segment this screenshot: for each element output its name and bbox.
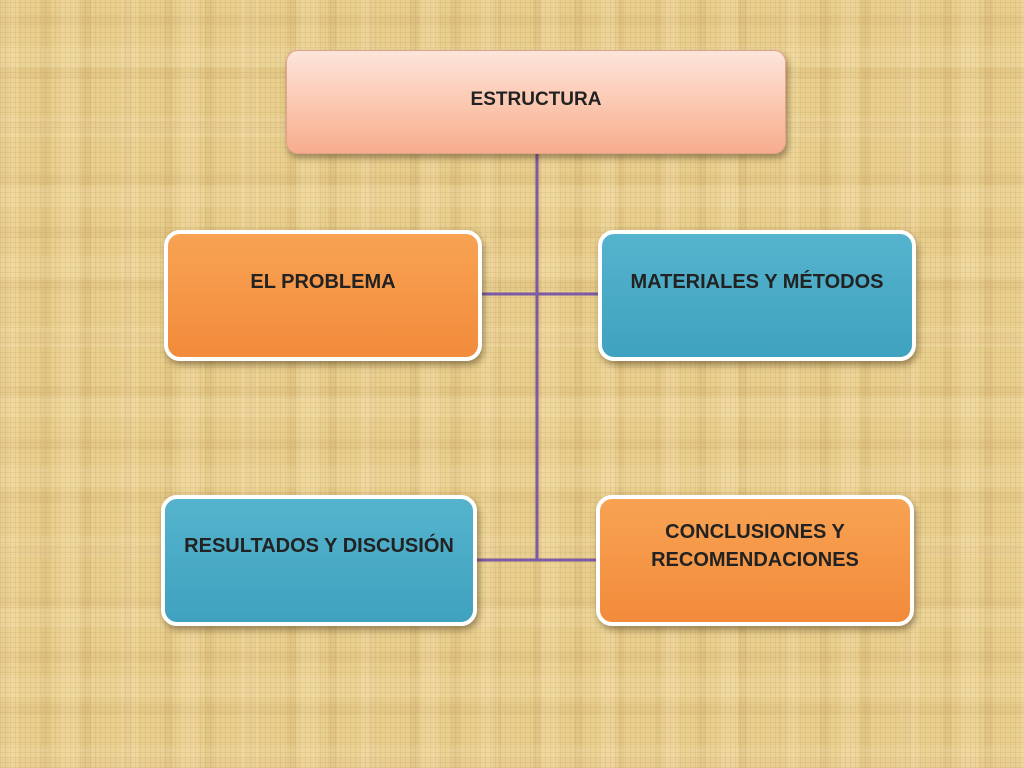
node-conclusiones-y-recomendaciones: CONCLUSIONES Y RECOMENDACIONES [596,495,914,626]
root-node-estructura: ESTRUCTURA [286,50,786,154]
node-resultados-label: RESULTADOS Y DISCUSIÓN [184,534,454,557]
node-conclusiones-line2: RECOMENDACIONES [651,548,859,571]
node-conclusiones-text: CONCLUSIONES Y RECOMENDACIONES [651,518,859,574]
root-node-label: ESTRUCTURA [470,88,602,110]
node-materiales-y-metodos: MATERIALES Y MÉTODOS [598,230,916,361]
node-el-problema: EL PROBLEMA [164,230,482,361]
node-el-problema-label: EL PROBLEMA [250,271,396,293]
node-resultados-y-discusion: RESULTADOS Y DISCUSIÓN [161,495,477,626]
node-materiales-label: MATERIALES Y MÉTODOS [630,271,884,293]
node-conclusiones-line1: CONCLUSIONES Y [665,520,845,543]
